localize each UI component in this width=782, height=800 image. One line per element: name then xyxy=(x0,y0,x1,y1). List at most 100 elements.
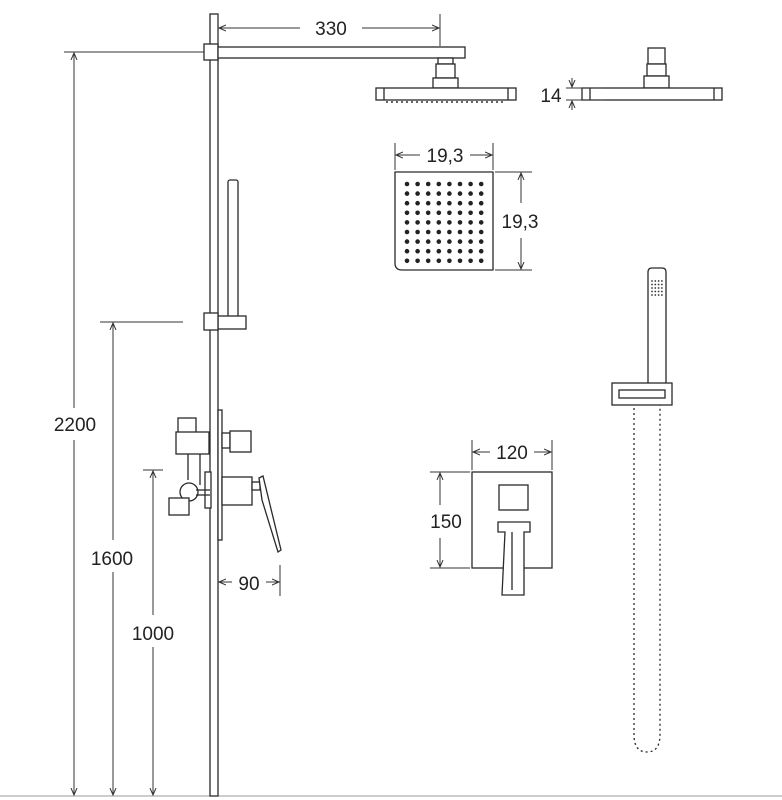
nozzle-dot xyxy=(447,239,452,244)
nozzle-dot xyxy=(457,200,463,206)
nozzle-dot xyxy=(478,220,484,225)
nozzle-dot xyxy=(404,210,410,216)
nozzle-dot xyxy=(478,200,484,206)
nozzle-dot xyxy=(447,210,452,216)
nozzle-dot xyxy=(468,200,473,206)
nozzle-dot xyxy=(404,258,410,264)
hand-nozzle-dot xyxy=(657,283,660,286)
nozzle-dot xyxy=(478,210,484,216)
hand-nozzle-dot xyxy=(657,280,660,282)
nozzle-grid xyxy=(404,181,484,264)
nozzle-dot xyxy=(457,258,463,264)
dimension-mixer-height: 1000 xyxy=(132,469,174,795)
dimension-total-height: 2200 xyxy=(54,51,204,795)
shower-head-front-view xyxy=(375,57,517,103)
nozzle-dot xyxy=(415,210,420,216)
nozzle-dot xyxy=(425,248,431,254)
hand-nozzle-dot xyxy=(651,287,653,289)
nozzle-dot xyxy=(415,181,420,187)
nozzle-dot xyxy=(415,239,420,244)
hand-nozzle-dot xyxy=(654,294,657,296)
hand-nozzle-dot xyxy=(654,290,657,293)
nozzle-dot xyxy=(457,191,463,196)
shower-arm xyxy=(217,46,466,59)
nozzle-dot xyxy=(457,248,463,254)
nozzle-dot xyxy=(478,258,484,264)
riser-rail xyxy=(209,13,219,797)
nozzle-dot xyxy=(425,191,431,196)
hand-nozzle-dot xyxy=(651,283,653,286)
shower-head-top-view: 19,3 19,3 xyxy=(394,143,539,271)
dim-label-width: 19,3 xyxy=(427,146,464,167)
dimension-mixer-projection: 90 xyxy=(219,565,281,596)
nozzle-dot xyxy=(457,239,463,244)
nozzle-dot xyxy=(415,258,420,264)
hand-nozzle-dot xyxy=(651,294,653,296)
nozzle-dot xyxy=(447,200,452,206)
hand-shower-with-hose xyxy=(611,267,673,756)
hand-nozzle-dot xyxy=(661,290,663,293)
nozzle-dot xyxy=(425,239,431,244)
nozzle-dot xyxy=(425,200,431,206)
nozzle-dot xyxy=(478,191,484,196)
nozzle-dot xyxy=(436,248,442,254)
nozzle-dot xyxy=(415,229,420,235)
nozzle-dot xyxy=(478,248,484,254)
nozzle-dot xyxy=(415,220,420,225)
nozzle-dot xyxy=(468,181,473,187)
nozzle-dot xyxy=(415,248,420,254)
nozzle-dot xyxy=(425,210,431,216)
dim-label-14: 14 xyxy=(540,86,562,107)
nozzle-dot xyxy=(404,200,410,206)
nozzle-dot xyxy=(468,258,473,264)
holder-mount xyxy=(203,312,219,331)
nozzle-dot xyxy=(436,200,442,206)
nozzle-dot xyxy=(436,181,442,187)
nozzle-dot xyxy=(447,248,452,254)
nozzle-dot xyxy=(468,210,473,216)
hand-nozzle-dot xyxy=(657,294,660,296)
dim-label-330: 330 xyxy=(315,19,347,40)
nozzle-dot xyxy=(436,258,442,264)
nozzle-dot xyxy=(425,220,431,225)
hand-nozzle-dot xyxy=(651,280,653,282)
hand-nozzle-dot xyxy=(661,287,663,289)
shower-column-side-view xyxy=(168,13,466,797)
nozzle-dot xyxy=(457,210,463,216)
nozzle-dot xyxy=(478,239,484,244)
dim-label-150: 150 xyxy=(430,512,462,533)
hand-nozzle-dot xyxy=(654,280,657,282)
dim-label-depth: 19,3 xyxy=(502,212,539,233)
hand-shower-side xyxy=(227,179,239,318)
nozzle-dot xyxy=(468,248,473,254)
dim-label-1600: 1600 xyxy=(91,549,133,570)
hand-nozzle-dot xyxy=(654,287,657,289)
nozzle-dot xyxy=(404,229,410,235)
hand-nozzle-dot xyxy=(661,283,663,286)
nozzle-dot xyxy=(404,239,410,244)
nozzle-dot xyxy=(457,181,463,187)
nozzle-dot xyxy=(447,258,452,264)
nozzle-dot xyxy=(425,229,431,235)
nozzle-dot xyxy=(468,229,473,235)
hand-shower-holder xyxy=(217,315,247,330)
nozzle-dot xyxy=(468,220,473,225)
nozzle-dot xyxy=(425,181,431,187)
hand-nozzle-dot xyxy=(651,290,653,293)
dimension-arm-length: 330 xyxy=(217,14,441,46)
dim-label-90: 90 xyxy=(238,574,259,595)
dim-label-120: 120 xyxy=(496,443,528,464)
arm-mount xyxy=(203,43,219,61)
nozzle-dot xyxy=(447,181,452,187)
nozzle-dot xyxy=(447,220,452,225)
hand-nozzle-dot xyxy=(661,280,663,282)
nozzle-dot xyxy=(457,229,463,235)
hand-nozzle-dot xyxy=(661,294,663,296)
nozzle-dot xyxy=(425,258,431,264)
nozzle-dot xyxy=(436,220,442,225)
hand-nozzle-dot xyxy=(657,290,660,293)
mixer-front-view: 120 150 xyxy=(430,440,553,596)
nozzle-dot xyxy=(478,181,484,187)
nozzle-dot xyxy=(447,191,452,196)
